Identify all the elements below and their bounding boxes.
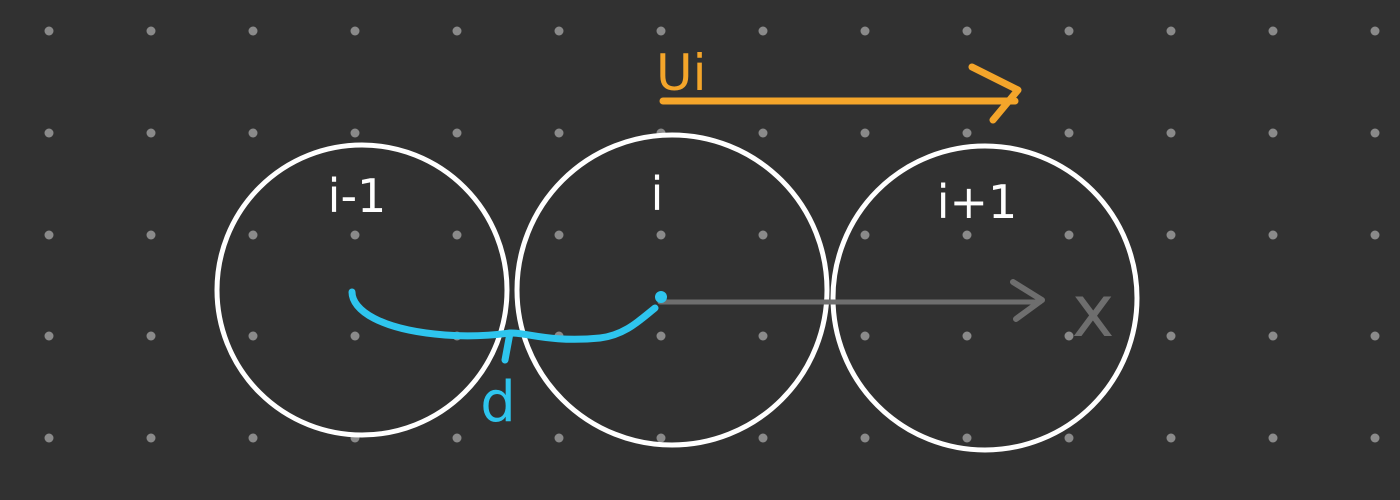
grid-dot (1166, 433, 1176, 443)
grid-dot (656, 230, 666, 240)
grid-dot (554, 230, 564, 240)
grid-dot (656, 26, 666, 36)
grid-dot (44, 128, 54, 138)
grid-dot (860, 26, 870, 36)
grid-dot (452, 230, 462, 240)
grid-dot (44, 331, 54, 341)
grid-dot (350, 128, 360, 138)
grid-dot (146, 230, 156, 240)
grid-dot (1166, 331, 1176, 341)
circle-label-current: i (651, 167, 664, 221)
grid-dot (758, 230, 768, 240)
grid-dot (1166, 26, 1176, 36)
velocity-arrow (659, 63, 1022, 124)
grid-dot (962, 128, 972, 138)
grid-dot (146, 331, 156, 341)
arrow-right-icon (1010, 279, 1045, 322)
grid-dot (1166, 128, 1176, 138)
grid-dot (146, 128, 156, 138)
grid-dot (1370, 331, 1380, 341)
arrow-right-icon (968, 63, 1022, 124)
velocity-label: Ui (656, 44, 707, 102)
circle-label-prev: i-1 (328, 169, 387, 223)
grid-dot (758, 331, 768, 341)
distance-brace-tip (501, 329, 514, 364)
grid-dot (350, 230, 360, 240)
grid-dot (1064, 433, 1074, 443)
grid-dot (1370, 433, 1380, 443)
grid-dot (452, 26, 462, 36)
grid-dot (554, 128, 564, 138)
grid-dot (248, 128, 258, 138)
grid-dot (44, 26, 54, 36)
center-dot (655, 291, 667, 303)
grid-dot (452, 128, 462, 138)
grid-dot (860, 331, 870, 341)
grid-dot (44, 433, 54, 443)
grid-dot (1268, 230, 1278, 240)
grid-dot (962, 331, 972, 341)
grid-dot (146, 26, 156, 36)
grid-dot (1370, 230, 1380, 240)
grid-dot (350, 331, 360, 341)
grid-dot (44, 230, 54, 240)
distance-label: d (480, 370, 516, 435)
grid-dot (758, 433, 768, 443)
grid-dot (452, 433, 462, 443)
dot-grid (44, 26, 1380, 443)
particle-circle-next (830, 143, 1140, 453)
grid-dot (962, 433, 972, 443)
grid-dot (1268, 26, 1278, 36)
grid-dot (554, 26, 564, 36)
grid-dot (1370, 26, 1380, 36)
grid-dot (248, 230, 258, 240)
grid-dot (350, 26, 360, 36)
grid-dot (248, 433, 258, 443)
grid-dot (554, 433, 564, 443)
grid-dot (962, 230, 972, 240)
grid-dot (860, 433, 870, 443)
grid-dot (1268, 433, 1278, 443)
grid-dot (860, 230, 870, 240)
grid-dot (1166, 230, 1176, 240)
grid-dot (1064, 128, 1074, 138)
grid-dot (656, 433, 666, 443)
grid-dot (1268, 331, 1278, 341)
grid-dot (860, 128, 870, 138)
grid-dot (248, 26, 258, 36)
grid-dot (1064, 26, 1074, 36)
grid-dot (1370, 128, 1380, 138)
grid-dot (1064, 331, 1074, 341)
grid-dot (248, 331, 258, 341)
particle-circle-prev (214, 142, 510, 438)
circle-label-next: i+1 (937, 175, 1018, 229)
grid-dot (146, 433, 156, 443)
x-axis-arrow (655, 279, 1045, 322)
grid-dot (1064, 230, 1074, 240)
particle-circle-current (514, 132, 830, 448)
grid-dot (758, 128, 768, 138)
x-axis-label: x (1072, 269, 1115, 353)
grid-dot (1268, 128, 1278, 138)
grid-dot (656, 331, 666, 341)
grid-dot (758, 26, 768, 36)
grid-dot (962, 26, 972, 36)
